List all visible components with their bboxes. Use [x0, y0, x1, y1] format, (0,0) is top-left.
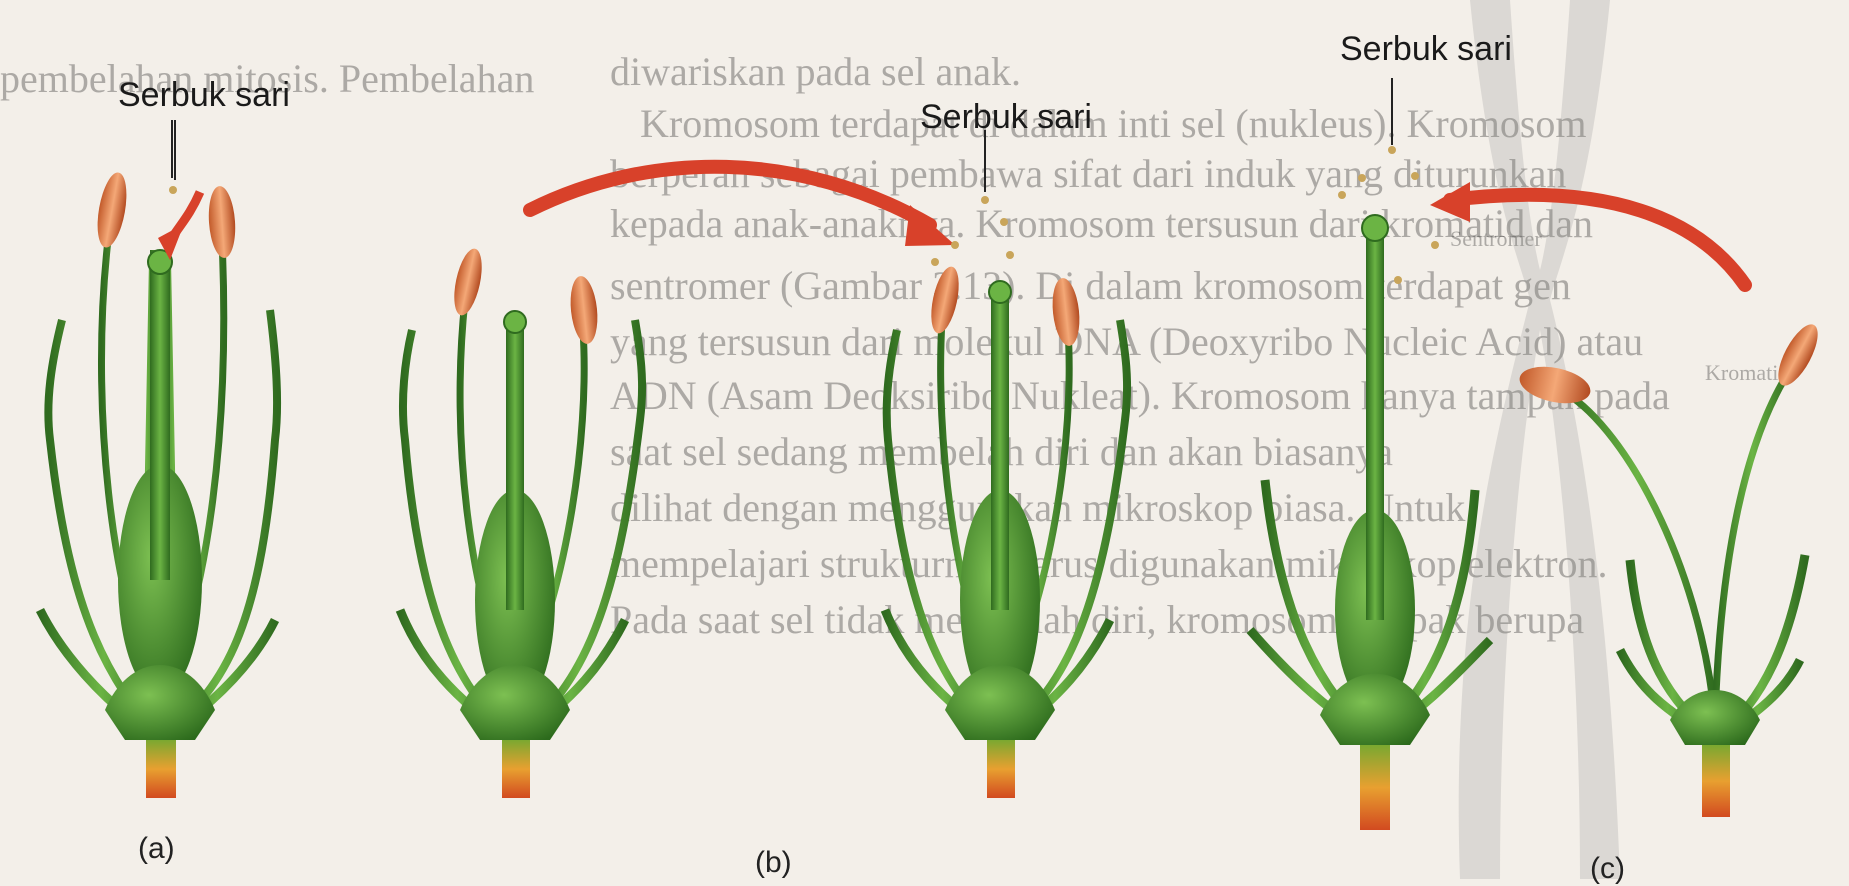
pollen-grain [931, 258, 939, 266]
stigma [1362, 215, 1388, 241]
flower-base [1360, 745, 1390, 830]
pollen-grain [1358, 174, 1366, 182]
anther [568, 275, 601, 345]
flower-base [1702, 745, 1730, 817]
flower-base [502, 740, 530, 798]
flower-b-donor [400, 246, 642, 798]
label-pollen-b: Serbuk sari [920, 98, 1092, 137]
pollen-grain [981, 196, 989, 204]
anther [449, 246, 487, 318]
chromosome-shadow [1459, 0, 1620, 879]
caption-c: (c) [1590, 852, 1625, 886]
flower-base [146, 740, 176, 798]
caption-a: (a) [138, 832, 175, 866]
flower-c-donor [1516, 319, 1825, 817]
pollen-grain [1338, 191, 1346, 199]
flower-a [40, 120, 277, 798]
anther [93, 170, 132, 249]
caption-b: (b) [755, 846, 792, 880]
label-pollen-c: Serbuk sari [1340, 30, 1512, 69]
pollen-grain [1006, 251, 1014, 259]
pollen-grain [1411, 172, 1419, 180]
flower-c-recipient [1250, 78, 1490, 830]
flower-base [987, 740, 1015, 798]
pollen-grain [1388, 146, 1396, 154]
anther [1050, 277, 1083, 347]
anther [926, 264, 964, 336]
transfer-arrow-c [1450, 195, 1745, 285]
pollen-grain [1394, 276, 1402, 284]
label-pollen-a: Serbuk sari [118, 76, 290, 115]
pollen-grain [951, 241, 959, 249]
stigma [989, 281, 1011, 303]
transfer-arrow-b [530, 167, 930, 225]
pollen-grain [169, 186, 177, 194]
anther [1771, 319, 1826, 391]
pollen-grain [1000, 218, 1008, 226]
stigma [504, 311, 526, 333]
anther [207, 185, 238, 259]
pollen-grain [1431, 241, 1439, 249]
